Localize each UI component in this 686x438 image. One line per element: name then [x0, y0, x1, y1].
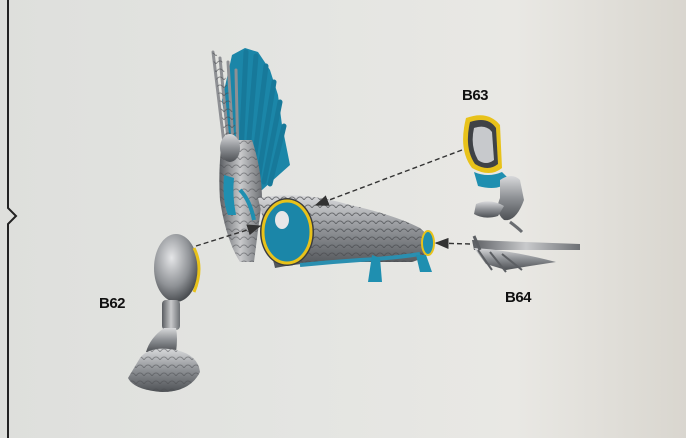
bracket-icon — [8, 0, 16, 438]
part-label-b64: B64 — [505, 289, 531, 306]
part-b63 — [463, 115, 524, 232]
part-b62 — [128, 234, 200, 392]
front-socket — [260, 198, 314, 266]
part-b64 — [472, 236, 580, 272]
torso — [219, 134, 262, 262]
part-label-b63: B63 — [462, 87, 488, 104]
part-label-b62: B62 — [99, 295, 125, 312]
main-body — [212, 48, 434, 282]
